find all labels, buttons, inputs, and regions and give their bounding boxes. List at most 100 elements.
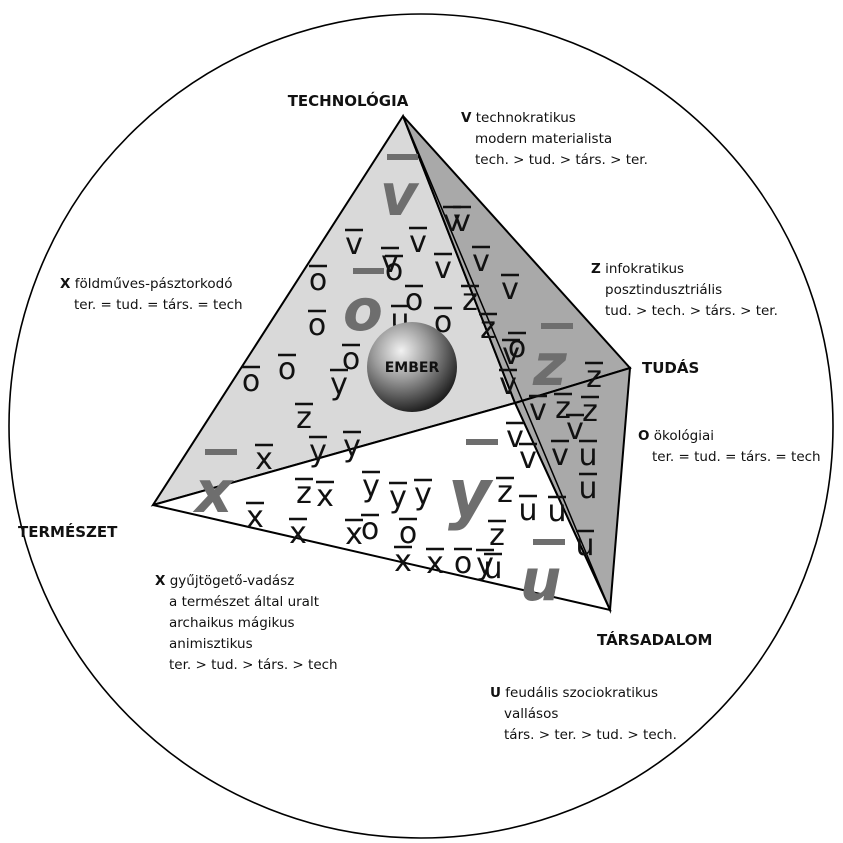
svg-text:z: z bbox=[555, 391, 571, 426]
small-letter-z: z bbox=[585, 360, 603, 395]
svg-text:z: z bbox=[489, 518, 505, 553]
big-letter-x: x bbox=[192, 449, 237, 526]
svg-text:y: y bbox=[448, 455, 494, 532]
svg-text:z: z bbox=[296, 476, 312, 511]
svg-text:o: o bbox=[308, 308, 326, 343]
svg-text:x: x bbox=[192, 458, 234, 526]
svg-text:o: o bbox=[342, 342, 360, 377]
svg-text:v: v bbox=[434, 251, 452, 286]
small-letter-v: v bbox=[566, 412, 584, 447]
svg-text:o: o bbox=[385, 253, 403, 288]
small-letter-u: u bbox=[578, 438, 597, 473]
desc-u: U feudális szociokratikus vallásos társ.… bbox=[490, 685, 677, 743]
desc-z: Z infokratikus posztindusztriális tud. >… bbox=[591, 261, 778, 319]
svg-text:z: z bbox=[497, 475, 513, 510]
small-letter-o: o bbox=[278, 352, 296, 387]
small-letter-y: y bbox=[389, 480, 407, 515]
svg-text:o: o bbox=[278, 352, 296, 387]
small-letter-v: v bbox=[499, 367, 517, 402]
desc-x-gatherer: X gyűjtögető-vadász a természet által ur… bbox=[155, 573, 338, 673]
big-letter-z: z bbox=[532, 323, 573, 399]
small-letter-v: v bbox=[529, 393, 547, 428]
svg-text:y: y bbox=[414, 477, 432, 512]
small-letter-v: v bbox=[409, 225, 427, 260]
svg-text:v: v bbox=[443, 204, 461, 239]
small-letter-x: x bbox=[316, 479, 334, 514]
small-letter-y: y bbox=[330, 367, 348, 402]
small-letter-x: x bbox=[426, 546, 444, 581]
small-letter-u: u bbox=[578, 471, 597, 506]
svg-text:v: v bbox=[499, 367, 517, 402]
small-letter-y: y bbox=[309, 434, 327, 469]
small-letter-x: x bbox=[246, 500, 264, 535]
svg-text:x: x bbox=[289, 516, 307, 551]
svg-text:y: y bbox=[476, 547, 494, 582]
svg-text:y: y bbox=[362, 469, 380, 504]
svg-text:v: v bbox=[453, 204, 471, 239]
big-letter-v: v bbox=[380, 154, 420, 229]
small-letter-v: v bbox=[502, 337, 520, 372]
vertex-technologia: TECHNOLÓGIA bbox=[288, 91, 409, 110]
small-letter-y: y bbox=[362, 469, 380, 504]
svg-text:o: o bbox=[399, 516, 417, 551]
svg-text:z: z bbox=[462, 283, 478, 318]
svg-text:u: u bbox=[483, 551, 502, 586]
small-letter-x: x bbox=[289, 516, 307, 551]
svg-text:z: z bbox=[480, 311, 496, 346]
small-letter-v: v bbox=[345, 227, 363, 262]
svg-text:u: u bbox=[547, 494, 566, 529]
outer-circle bbox=[8, 13, 834, 839]
small-letter-o: o bbox=[454, 546, 472, 581]
svg-text:v: v bbox=[519, 441, 537, 476]
svg-text:y: y bbox=[330, 367, 348, 402]
svg-text:v: v bbox=[501, 272, 519, 307]
svg-text:o: o bbox=[405, 283, 423, 318]
svg-text:v: v bbox=[551, 438, 569, 473]
small-letter-y: y bbox=[476, 547, 494, 582]
small-letter-u: u bbox=[518, 493, 537, 528]
small-letter-y: y bbox=[343, 429, 361, 464]
svg-text:u: u bbox=[520, 546, 561, 614]
small-letter-v: v bbox=[506, 420, 524, 455]
svg-text:o: o bbox=[309, 263, 327, 298]
small-letter-z: z bbox=[581, 394, 599, 429]
svg-text:v: v bbox=[472, 244, 490, 279]
small-letter-v: v bbox=[434, 251, 452, 286]
small-letter-z: z bbox=[461, 283, 479, 318]
small-letter-z: z bbox=[295, 401, 313, 436]
big-letter-y: y bbox=[448, 439, 498, 532]
svg-text:u: u bbox=[518, 493, 537, 528]
svg-text:o: o bbox=[242, 364, 260, 399]
desc-x-farming: X földműves-pásztorkodó ter. = tud. = tá… bbox=[60, 276, 243, 313]
svg-text:o: o bbox=[343, 276, 383, 344]
small-letter-o: o bbox=[242, 364, 260, 399]
face-bottom bbox=[152, 401, 612, 612]
small-letter-o: o bbox=[309, 263, 327, 298]
svg-text:o: o bbox=[454, 546, 472, 581]
svg-text:v: v bbox=[529, 393, 547, 428]
ember-sphere: EMBER bbox=[367, 322, 457, 412]
svg-text:z: z bbox=[532, 331, 567, 399]
svg-text:z: z bbox=[296, 401, 312, 436]
small-letter-v: v bbox=[501, 272, 519, 307]
small-letter-o: o bbox=[405, 283, 423, 318]
big-letter-o: o bbox=[343, 268, 384, 344]
small-letter-o: o bbox=[385, 253, 403, 288]
small-letter-x: x bbox=[255, 442, 273, 477]
vertex-tarsadalom: TÁRSADALOM bbox=[597, 630, 712, 649]
center-label: EMBER bbox=[385, 360, 440, 376]
svg-text:u: u bbox=[575, 528, 594, 563]
small-letter-o: o bbox=[308, 308, 326, 343]
svg-text:v: v bbox=[502, 337, 520, 372]
svg-text:z: z bbox=[582, 394, 598, 429]
desc-v: V technokratikus modern materialista tec… bbox=[461, 110, 648, 168]
small-letter-u: u bbox=[547, 494, 566, 529]
svg-text:y: y bbox=[309, 434, 327, 469]
svg-text:v: v bbox=[345, 227, 363, 262]
small-letter-o: o bbox=[361, 512, 379, 547]
small-letter-o: o bbox=[342, 342, 360, 377]
svg-text:x: x bbox=[246, 500, 264, 535]
small-letter-u: u bbox=[483, 551, 502, 586]
